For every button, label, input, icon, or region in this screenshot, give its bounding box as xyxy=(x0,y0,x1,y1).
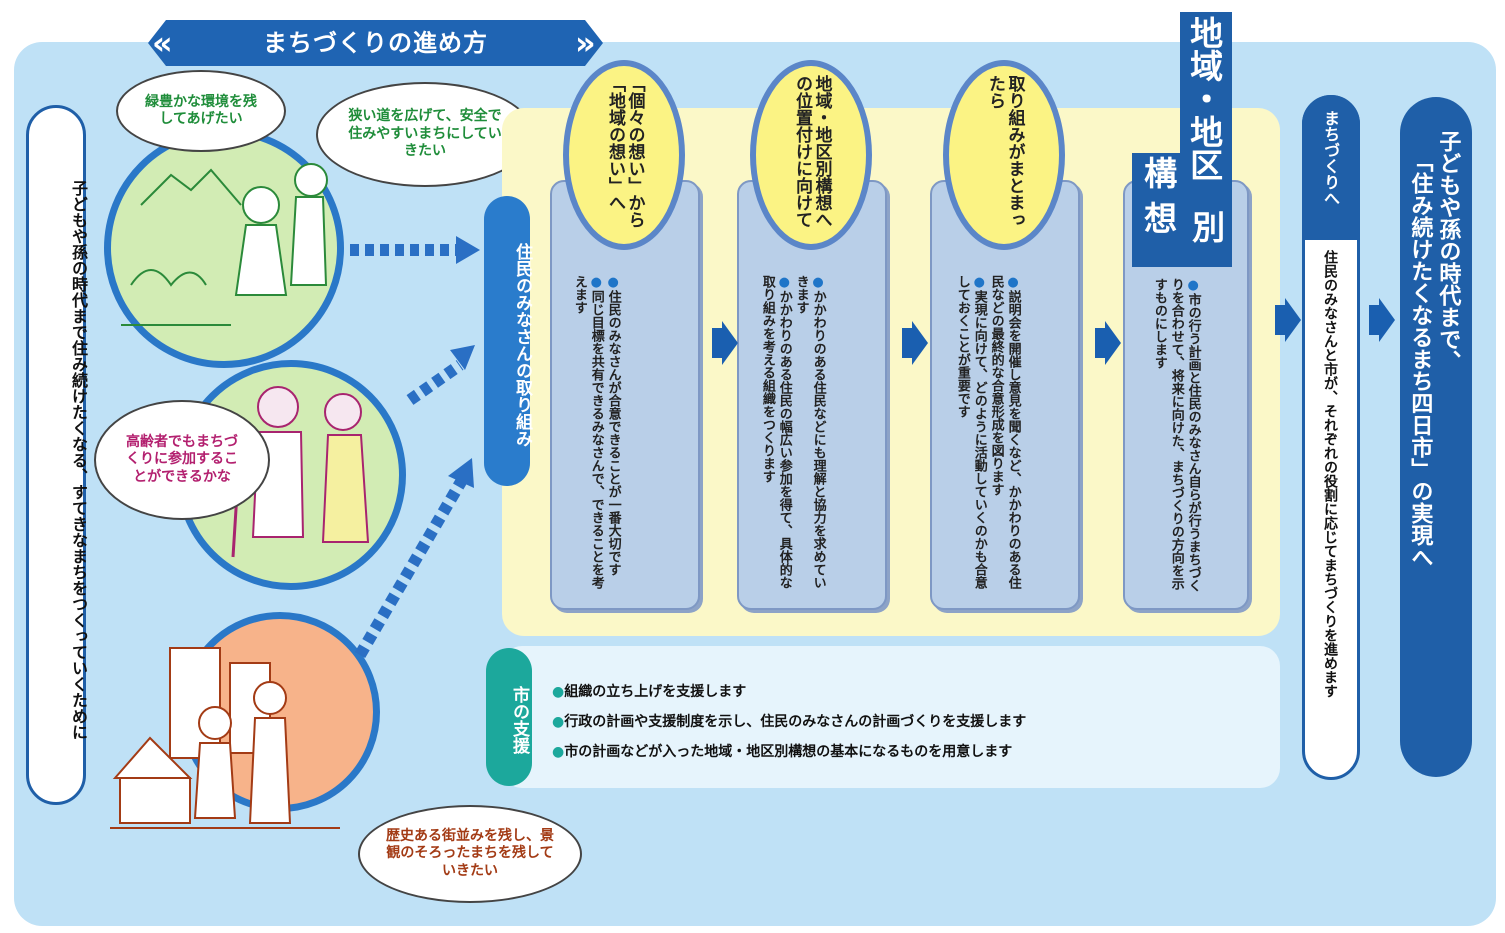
speech-green-text: 緑豊かな環境を残してあげたい xyxy=(145,93,257,128)
residents-label: 住民のみなさんの取り組み xyxy=(512,243,532,447)
speech-elder-text: 高齢者でもまちづくりに参加することができるかな xyxy=(126,433,238,485)
regional-plan-title-2: 構想 xyxy=(1138,156,1178,246)
arrow-4 xyxy=(1275,298,1301,342)
city-support-panel xyxy=(502,646,1280,788)
step3-bullet-2: ●実現に向けて、どのように活動していくのかも合意しておくことが重要です xyxy=(954,275,987,589)
family-illustration xyxy=(121,163,328,326)
town-illustration xyxy=(110,628,340,834)
nature-circle xyxy=(104,128,344,368)
town-building-head: まちづくりへ xyxy=(1321,110,1340,206)
bullet-icon: ● xyxy=(552,744,565,760)
town-building-head-bg xyxy=(1302,95,1360,240)
speech-bubble-safe: 狭い道を広げて、安全で住みやすいまちにしていきたい xyxy=(316,82,534,187)
city-support-item: ●市の計画などが入った地域・地区別構想の基本になるものを用意します xyxy=(552,744,1013,760)
speech-bubble-elder: 高齢者でもまちづくりに参加することができるかな xyxy=(94,400,270,520)
bullet-icon: ● xyxy=(552,714,565,730)
step-heading-2: 地域・地区別構想への位置付けに向けて xyxy=(792,75,832,228)
step2-bullet-2: ●かかわりのある住民の幅広い参加を得て、具体的な取り組みを考える組織をつくります xyxy=(759,275,792,589)
city-support-pill xyxy=(486,648,532,786)
bullet-icon: ● xyxy=(588,275,604,290)
dotted-arrows xyxy=(350,236,480,659)
bullet-icon: ● xyxy=(776,275,792,290)
left-banner xyxy=(26,105,86,805)
step-oval-1: 「個々の想い」から「地域の想い」へ xyxy=(563,60,685,250)
city-support-label: 市の支援 xyxy=(509,686,529,754)
speech-bubble-green: 緑豊かな環境を残してあげたい xyxy=(116,70,286,152)
final-goal-line2: 「住み続けたくなるまち四日市」の実現へ xyxy=(1407,150,1433,568)
regional-plan-body: ●市の行う計画と住民のみなさん自らが行うまちづくりを合わせて、将来に向けた、まち… xyxy=(1150,278,1201,598)
step4-bullet-1: ●市の行う計画と住民のみなさん自らが行うまちづくりを合わせて、将来に向けた、まち… xyxy=(1151,278,1201,592)
step2-bullet-1: ●かかわりのある住民などにも理解と協力を求めていきます xyxy=(793,275,826,589)
step1-bullet-1: ●住民のみなさんが合意できることが一番大切です xyxy=(605,275,621,576)
city-support-item: ●行政の計画や支援制度を示し、住民のみなさんの計画づくりを支援します xyxy=(552,714,1027,730)
regional-plan-title-mid: 別 xyxy=(1186,210,1226,243)
step-body-2: ●かかわりのある住民などにも理解と協力を求めていきます ●かかわりのある住民の幅… xyxy=(758,275,826,595)
step-body-3: ●説明会を開催し意見を聞くなど、かかわりのある住民などの最終的な合意形成を図りま… xyxy=(953,275,1021,595)
speech-bubble-history: 歴史ある街並みを残し、景観のそろったまちを残していきたい xyxy=(358,805,582,903)
step-oval-3: 取り組みがまとまったら xyxy=(943,60,1065,250)
regional-plan-title-bg2 xyxy=(1132,153,1180,267)
chevron-left-icon: « xyxy=(152,24,173,62)
arrow-1 xyxy=(712,321,738,365)
bullet-icon: ● xyxy=(1185,278,1201,293)
bullet-icon: ● xyxy=(1005,275,1021,290)
city-support-item: ●組織の立ち上げを支援します xyxy=(552,684,747,700)
bullet-icon: ● xyxy=(971,275,987,290)
page-title: まちづくりの進め方 xyxy=(263,29,488,57)
final-goal-pill xyxy=(1400,97,1472,777)
step-heading-1: 「個々の想い」から「地域の想い」へ xyxy=(605,75,645,228)
arrow-2 xyxy=(902,321,928,365)
step-oval-2: 地域・地区別構想への位置付けに向けて xyxy=(750,60,872,250)
regional-plan-title-1: 地域・地区 xyxy=(1184,16,1224,181)
bullet-icon: ● xyxy=(810,275,826,290)
final-goal-line1: 子どもや孫の時代まで、 xyxy=(1435,130,1461,372)
arrow-5 xyxy=(1369,298,1395,342)
title-banner xyxy=(148,20,603,66)
step-body-1: ●住民のみなさんが合意できることが一番大切です ●同じ目標を共有できるみなさんで… xyxy=(570,275,621,595)
regional-plan-title-bg xyxy=(1180,12,1232,267)
step3-bullet-1: ●説明会を開催し意見を聞くなど、かかわりのある住民などの最終的な合意形成を図りま… xyxy=(988,275,1021,589)
residents-pill xyxy=(484,196,530,486)
bullet-icon: ● xyxy=(605,275,621,290)
arrow-3 xyxy=(1095,321,1121,365)
city-support-list: ●組織の立ち上げを支援します ●行政の計画や支援制度を示し、住民のみなさんの計画… xyxy=(552,677,1026,767)
step-heading-3: 取り組みがまとまったら xyxy=(985,75,1025,228)
speech-history-text: 歴史ある街並みを残し、景観のそろったまちを残していきたい xyxy=(386,827,554,879)
step-card-2 xyxy=(737,180,887,610)
elderly-circle xyxy=(176,360,406,590)
town-building-body: 住民のみなさんと市が、それぞれの役割に応じてまちづくりを進めます xyxy=(1322,250,1338,698)
chevron-right-icon: » xyxy=(575,24,596,62)
left-banner-text: 子どもや孫の時代まで住み続けたくなる、すてきなまちをつくっていくために xyxy=(69,180,88,740)
speech-safe-text: 狭い道を広げて、安全で住みやすいまちにしていきたい xyxy=(348,108,502,160)
step-card-3 xyxy=(930,180,1080,610)
bullet-icon: ● xyxy=(552,684,565,700)
step1-bullet-2: ●同じ目標を共有できるみなさんで、できることを考えます xyxy=(571,275,604,589)
